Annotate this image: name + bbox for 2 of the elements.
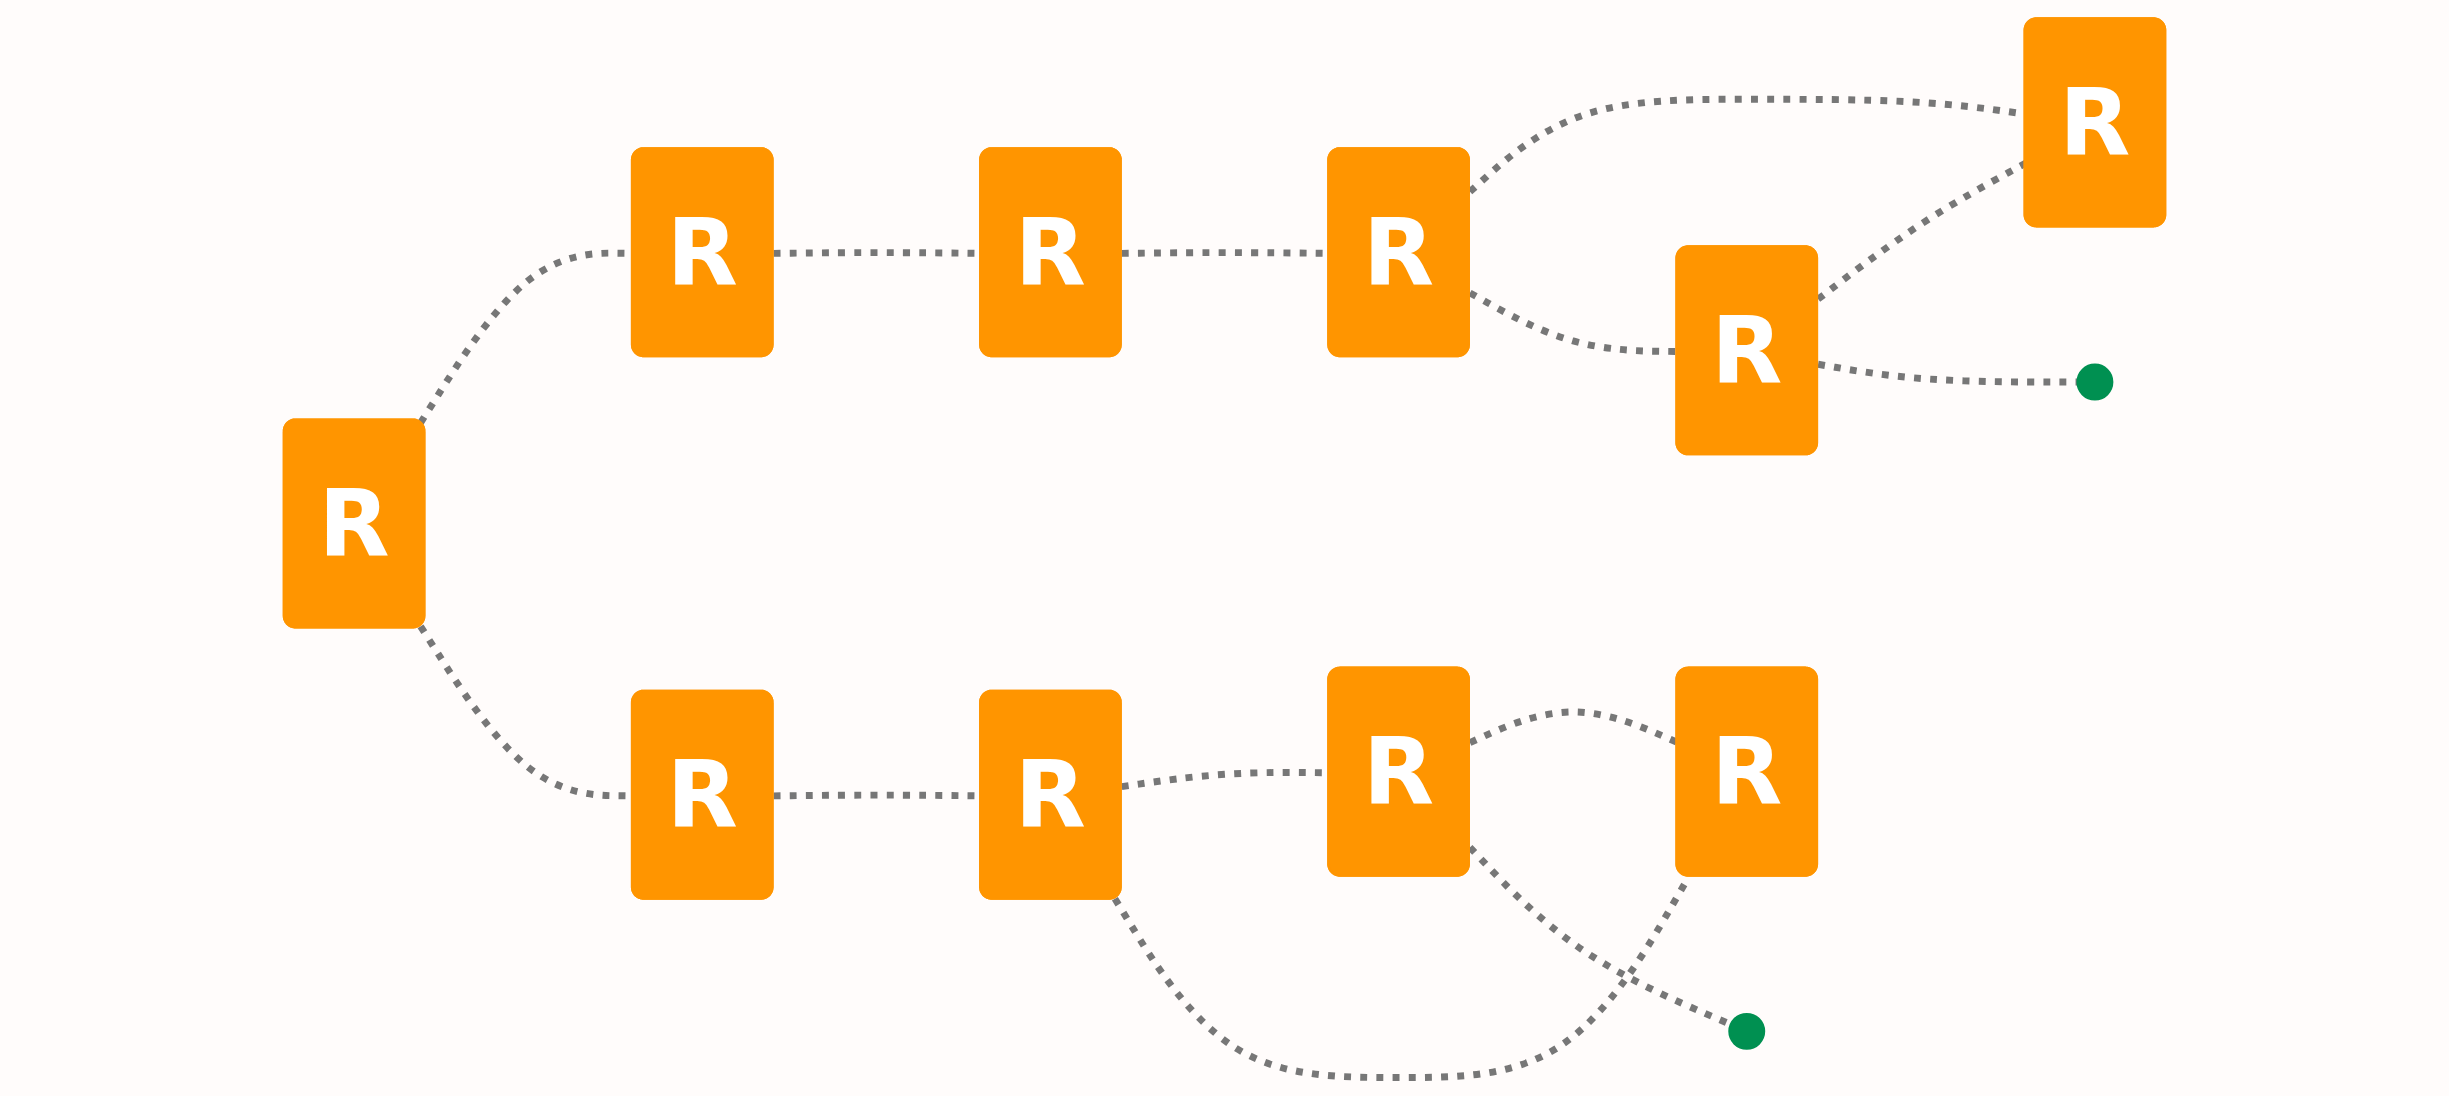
- node-circle: [2076, 363, 2114, 401]
- node-circle: [1728, 1012, 1766, 1050]
